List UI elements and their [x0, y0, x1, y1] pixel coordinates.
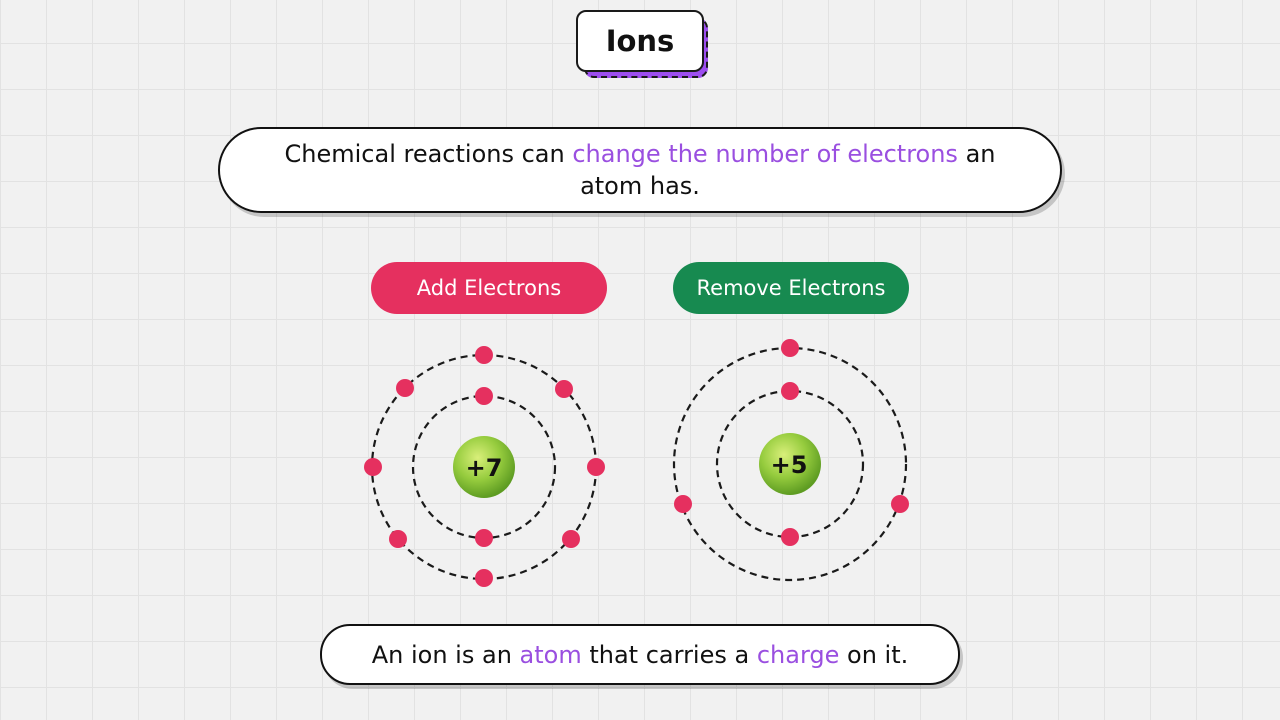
electron: [389, 530, 407, 548]
electron: [364, 458, 382, 476]
electron: [781, 528, 799, 546]
intro-text-end: an atom has.: [580, 140, 996, 200]
definition-text: An ion is an atom that carries a charge …: [372, 641, 909, 669]
electron: [781, 339, 799, 357]
atom-diagram-left: +7: [364, 346, 605, 587]
definition-part: that carries a: [581, 640, 757, 669]
electron: [891, 495, 909, 513]
definition-part: on it.: [839, 640, 909, 669]
electron: [475, 529, 493, 547]
electron: [674, 495, 692, 513]
nucleus-charge: +5: [771, 451, 808, 479]
electron: [475, 387, 493, 405]
electron: [562, 530, 580, 548]
nucleus: [759, 433, 821, 495]
electron: [555, 380, 573, 398]
electron: [587, 458, 605, 476]
intro-text: Chemical reactions can change the number…: [284, 138, 996, 202]
title-tag: Ions: [576, 10, 708, 78]
page-title: Ions: [576, 10, 704, 72]
nucleus-charge: +7: [466, 454, 503, 482]
electron: [396, 379, 414, 397]
definition-highlight-atom: atom: [519, 640, 582, 669]
electron: [781, 382, 799, 400]
definition-part: An ion is an: [371, 640, 520, 669]
definition-highlight-charge: charge: [756, 640, 840, 669]
add-electrons-button[interactable]: Add Electrons: [371, 262, 607, 314]
definition-panel: An ion is an atom that carries a charge …: [320, 624, 960, 685]
intro-highlight: change the number of electrons: [572, 140, 958, 168]
remove-electrons-button[interactable]: Remove Electrons: [673, 262, 909, 314]
intro-text-start: Chemical reactions can: [284, 140, 573, 168]
atom-diagram-right: +5: [672, 339, 909, 582]
nucleus: [453, 436, 515, 498]
intro-panel: Chemical reactions can change the number…: [218, 127, 1062, 213]
electron: [475, 346, 493, 364]
electron: [475, 569, 493, 587]
